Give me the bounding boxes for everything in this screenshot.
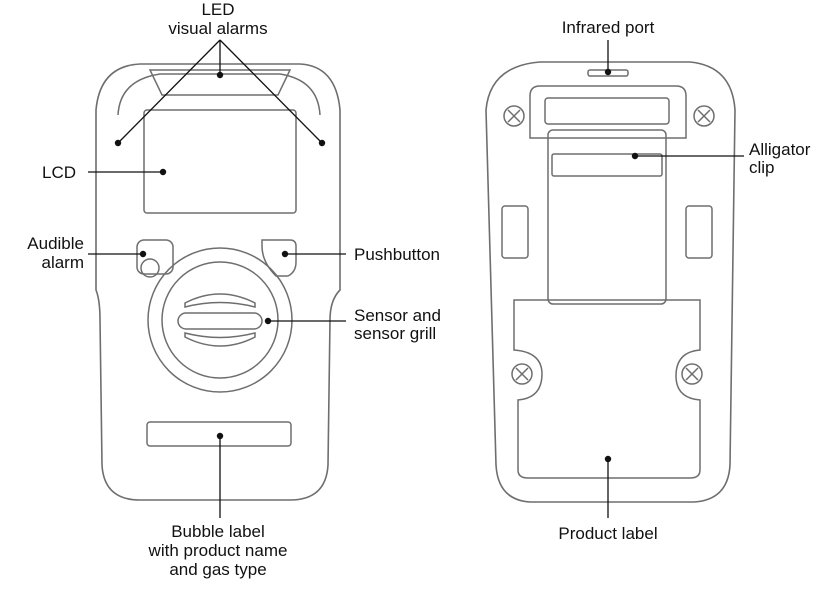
led-window bbox=[148, 69, 292, 96]
screw-icon bbox=[511, 363, 533, 385]
lcd-screen bbox=[143, 109, 297, 214]
screw-icon bbox=[503, 105, 525, 127]
alligator-clip-plate bbox=[547, 129, 667, 305]
audible-alarm-port bbox=[136, 239, 174, 275]
pushbutton-marker bbox=[281, 250, 289, 258]
sensor-label-line1: Sensor and bbox=[354, 306, 441, 325]
back-body-outline bbox=[485, 61, 736, 503]
product-label-area bbox=[513, 299, 701, 479]
bubble-label-area bbox=[146, 421, 292, 447]
screw-icon bbox=[693, 105, 715, 127]
sensor-label-line2: sensor grill bbox=[354, 324, 436, 343]
audible-alarm-label-line1: Audible bbox=[27, 234, 84, 253]
front-view bbox=[95, 63, 341, 501]
sensor-housing bbox=[147, 247, 293, 393]
screw-icon bbox=[681, 363, 703, 385]
audible-alarm-speaker bbox=[140, 258, 160, 278]
sensor-grill-ring bbox=[161, 261, 279, 379]
pushbutton-shape bbox=[261, 239, 297, 277]
infrared-port-marker bbox=[604, 68, 612, 76]
bubble-label-line1: Bubble label bbox=[171, 522, 265, 541]
side-slot-left bbox=[501, 205, 529, 259]
front-body-outline bbox=[95, 63, 341, 501]
clip-hinge-frame bbox=[529, 85, 687, 139]
side-slot-right bbox=[685, 205, 713, 259]
alligator-clip-label-line1: Alligator bbox=[749, 140, 811, 159]
sensor-grill-slot-bottom bbox=[184, 332, 256, 347]
led-marker bbox=[114, 139, 122, 147]
led-marker bbox=[318, 139, 326, 147]
sensor-grill-slot-middle bbox=[177, 312, 263, 330]
led-marker bbox=[216, 71, 224, 79]
lcd-label: LCD bbox=[42, 163, 76, 182]
bubble-label-line2: with product name bbox=[148, 541, 288, 560]
sensor-grill-slot-top bbox=[184, 293, 256, 308]
led-label-line1: LED bbox=[201, 0, 234, 19]
clip-hinge-opening bbox=[544, 97, 670, 125]
lcd-marker bbox=[159, 168, 167, 176]
leader-lines bbox=[88, 39, 744, 518]
product-label-label: Product label bbox=[558, 524, 657, 543]
pushbutton-label: Pushbutton bbox=[354, 245, 440, 264]
sensor-marker bbox=[264, 317, 272, 325]
alligator-clip-label-line2: clip bbox=[749, 158, 775, 177]
bubble-label-line3: and gas type bbox=[169, 560, 266, 579]
led-leader-left bbox=[117, 39, 221, 144]
alligator-clip-marker bbox=[631, 152, 639, 160]
back-view bbox=[485, 61, 736, 503]
product-label-marker bbox=[604, 455, 612, 463]
audible-alarm-label-line2: alarm bbox=[41, 253, 84, 272]
bubble-label-marker bbox=[216, 432, 224, 440]
alligator-clip-grip bbox=[551, 153, 663, 177]
callout-labels: LED visual alarms LCD Audible alarm Push… bbox=[27, 0, 810, 579]
audible-alarm-marker bbox=[139, 250, 147, 258]
led-leader-right bbox=[219, 39, 323, 144]
infrared-port-label: Infrared port bbox=[562, 18, 655, 37]
led-label-line2: visual alarms bbox=[168, 19, 267, 38]
